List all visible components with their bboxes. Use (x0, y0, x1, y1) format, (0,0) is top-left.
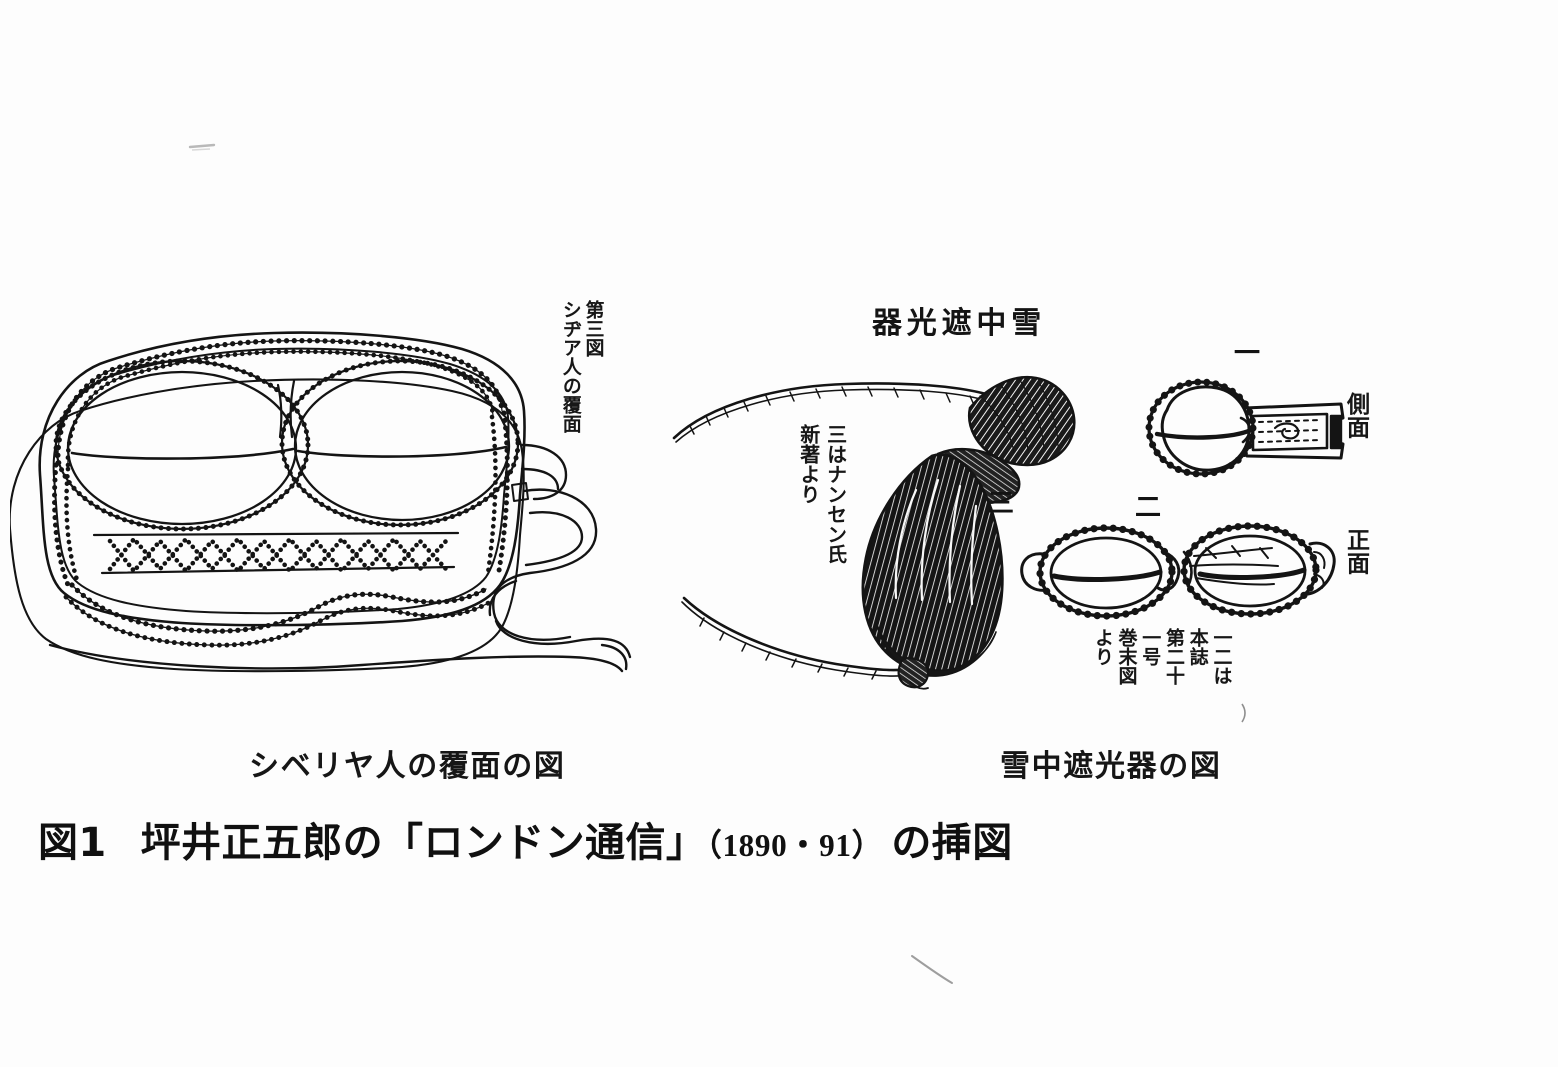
left-figure-plate-number: 第三図 (582, 300, 605, 357)
journal-source-note: 一二は 本誌 第二十 一号 巻末図 より (1091, 628, 1233, 685)
journal-source-note-col-2: 本誌 (1186, 628, 1209, 666)
figure-number-three: 三 (988, 489, 1015, 519)
journal-source-note-col-1: 一二は (1210, 628, 1233, 685)
scan-artifact-right-margin (1241, 703, 1246, 723)
nansen-source-note-col-1: 三はナンセン氏 (823, 424, 848, 564)
nansen-source-note-col-2: 新著より (796, 424, 821, 504)
figure-number-two: 二 (1135, 493, 1162, 523)
scan-artifact-top (188, 143, 216, 151)
main-caption-figure-number: 図1 (38, 820, 107, 866)
figure-number-one: 一 (1234, 339, 1261, 369)
front-view-label: 正面 (1342, 528, 1370, 575)
goggle-side-view-drawing (1145, 378, 1345, 478)
journal-source-note-col-6: より (1091, 628, 1114, 666)
siberian-mask-drawing (10, 331, 632, 673)
right-figure-heading: 器光遮中雪 (872, 306, 1046, 341)
journal-source-note-col-3: 第二十 (1163, 628, 1185, 685)
journal-source-note-col-4: 一号 (1139, 628, 1162, 666)
journal-source-note-col-5: 巻末図 (1115, 628, 1138, 685)
side-view-label: 側面 (1342, 392, 1370, 439)
left-figure-inline-label-group: 第三図 シヂア人の覆面 (559, 300, 605, 433)
nansen-goggle-drawing (672, 375, 1076, 690)
nansen-source-note: 三はナンセン氏 新著より (796, 424, 848, 564)
main-caption-text: 坪井正五郎の「ロンドン通信」 (140, 820, 707, 866)
scan-artifact-bottom (911, 955, 953, 984)
main-caption-tail: の挿図 (891, 820, 1013, 866)
left-figure-inline-description: シヂア人の覆面 (559, 300, 582, 433)
right-figure-subcaption: 雪中遮光器の図 (1000, 749, 1222, 784)
left-figure-subcaption: シベリヤ人の覆面の図 (249, 749, 566, 784)
goggle-front-view-drawing (1020, 522, 1336, 620)
main-caption: 図1 坪井正五郎の「ロンドン通信」（1890・91）の挿図 (38, 810, 1013, 868)
main-caption-year: （1890・91） (706, 828, 884, 863)
